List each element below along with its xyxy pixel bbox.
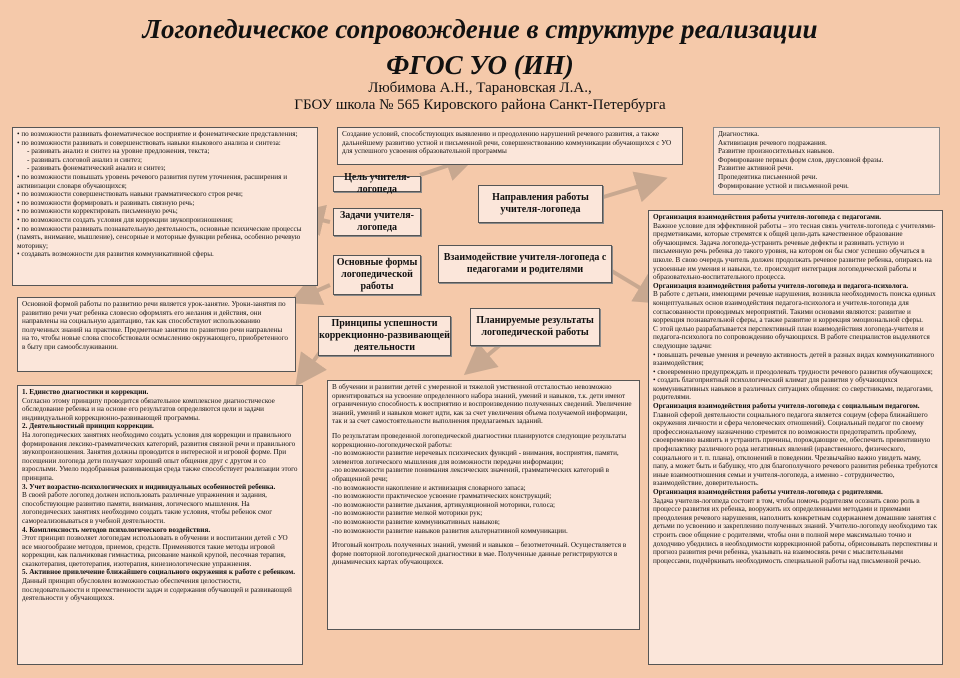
principles-line: 5. Активное привлечение ближайшего социа… xyxy=(22,568,296,577)
interaction-line: своевременно предупреждать и преодолеват… xyxy=(653,368,938,377)
tasks-line: - развивать слоговой анализ и синтез; xyxy=(27,155,143,164)
results-box: В обучении и развитии детей с умеренной … xyxy=(327,380,640,630)
principles-box: 1. Единство диагностики и коррекции.Согл… xyxy=(17,385,303,665)
directions-line: Развитие произносительных навыков. xyxy=(718,147,835,156)
principles-line: На логопедических занятиях необходимо со… xyxy=(22,430,298,482)
interaction-line: Главной сферой деятельности социального … xyxy=(653,410,938,488)
principles-line: 3. Учет возрастно-психологических и инди… xyxy=(22,482,276,491)
tasks-line: по возможности развивать фонематическое … xyxy=(17,130,313,139)
forms-text: Основной формой работы по развитию речи … xyxy=(22,300,288,351)
forms-box: Основной формой работы по развитию речи … xyxy=(17,297,296,372)
results-line: По результатам проведенной логопедическо… xyxy=(332,431,627,449)
tasks-line: по возможности формировать и развивать с… xyxy=(17,199,313,208)
directions-line: Формирование первых форм слов, двусловно… xyxy=(718,155,884,164)
principles-line: 1. Единство диагностики и коррекции. xyxy=(22,388,149,396)
interaction-line: Организация взаимодействия работы учител… xyxy=(653,213,882,221)
tasks-box: по возможности развивать фонематическое … xyxy=(12,127,318,286)
results-line: -по возможности развитие мелкой моторики… xyxy=(332,509,483,518)
interaction-line: С этой целью разрабатывается перспективн… xyxy=(653,324,930,350)
results-line: -по возможности развитие коммуникативных… xyxy=(332,517,500,526)
interaction-line: Организация взаимодействия работы учител… xyxy=(653,488,883,496)
results-line: -по возможности практическое усвоение гр… xyxy=(332,492,552,501)
tasks-line: по возможности совершенствовать навыки г… xyxy=(17,190,313,199)
principles-line: Этот принцип позволяет логопедам использ… xyxy=(22,534,288,568)
tasks-line: по возможности корректировать письменную… xyxy=(17,207,313,216)
principles-label: Принципы успешности коррекционно-развива… xyxy=(318,316,451,356)
results-line: -по возможности развитие неречевых психи… xyxy=(332,449,619,466)
results-line: -по возможности развитие понимания лекси… xyxy=(332,466,610,483)
tasks-line: по возможности развивать познавательную … xyxy=(17,225,313,251)
results-line: -по возможности развитие навыков развити… xyxy=(332,526,568,535)
results-line: В обучении и развитии детей с умеренной … xyxy=(332,383,632,426)
directions-line: Формирование устной и письменной речи. xyxy=(718,181,849,190)
results-line: -по возможности накопление и активизация… xyxy=(332,483,526,492)
interaction-label: Взаимодействие учителя-логопеда с педаго… xyxy=(438,245,612,283)
forms-label: Основные формы логопедической работы xyxy=(333,255,421,295)
interaction-line: Важное условие для эффективной работы – … xyxy=(653,221,936,282)
school-name: ГБОУ школа № 565 Кировского района Санкт… xyxy=(294,97,666,113)
interaction-line: Организация взаимодействия работы учител… xyxy=(653,402,920,411)
directions-box: Диагностика.Активизация речевого подража… xyxy=(713,127,940,195)
interaction-line: Организация взаимодействия работы учител… xyxy=(653,281,909,290)
tasks-label: Задачи учителя-логопеда xyxy=(333,208,421,236)
directions-line: Пропедевтика письменной речи. xyxy=(718,172,818,181)
authors: Любимова А.Н., Тарановская Л.А., xyxy=(368,80,592,96)
results-label: Планируемые результаты логопедической ра… xyxy=(470,308,600,346)
tasks-line: создавать возможности для развития комму… xyxy=(17,250,313,259)
page-subtitle: ФГОС УО (ИН) xyxy=(386,50,574,80)
page-title: Логопедическое сопровождение в структуре… xyxy=(142,14,818,44)
principles-line: В своей работе логопед должен использова… xyxy=(22,491,273,525)
principles-line: Согласно этому принципу проводится обяза… xyxy=(22,396,275,422)
interaction-line: создать благоприятный психологический кл… xyxy=(653,376,938,402)
principles-line: Данный принцип обусловлен возможностью о… xyxy=(22,577,292,603)
interaction-line: В работе с детьми, имеющими речевые нару… xyxy=(653,290,936,325)
goal-text: Создание условий, способствующих выявлен… xyxy=(342,130,672,156)
tasks-line: - развивать анализ и синтез на уровне пр… xyxy=(27,147,210,156)
results-line: Итоговый контроль полученных знаний, уме… xyxy=(332,541,627,567)
interaction-line: повышать речевые умения и речевую активн… xyxy=(653,351,938,368)
interaction-box: Организация взаимодействия работы учител… xyxy=(648,210,943,665)
results-line: -по возможности развитие дыхания, артику… xyxy=(332,500,556,509)
principles-line: 4. Комплексность методов психологическог… xyxy=(22,525,211,534)
directions-line: Активизация речевого подражания. xyxy=(718,138,827,147)
principles-line: 2. Деятельностный принцип коррекции. xyxy=(22,422,154,431)
directions-label: Направления работы учителя-логопеда xyxy=(478,185,603,223)
goal-box: Создание условий, способствующих выявлен… xyxy=(337,127,683,165)
tasks-line: по возможности развивать и совершенствов… xyxy=(17,139,313,148)
tasks-line: по возможности повышать уровень речевого… xyxy=(17,173,313,190)
directions-line: Развитие активной речи. xyxy=(718,164,794,173)
directions-line: Диагностика. xyxy=(718,130,760,138)
tasks-line: по возможности создать условия для корре… xyxy=(17,216,313,225)
interaction-line: Задача учителя-логопеда состоит в том, ч… xyxy=(653,496,938,565)
tasks-line: - развивать фонематический анализ и синт… xyxy=(27,164,166,173)
goal-label: Цель учителя-логопеда xyxy=(333,172,421,195)
